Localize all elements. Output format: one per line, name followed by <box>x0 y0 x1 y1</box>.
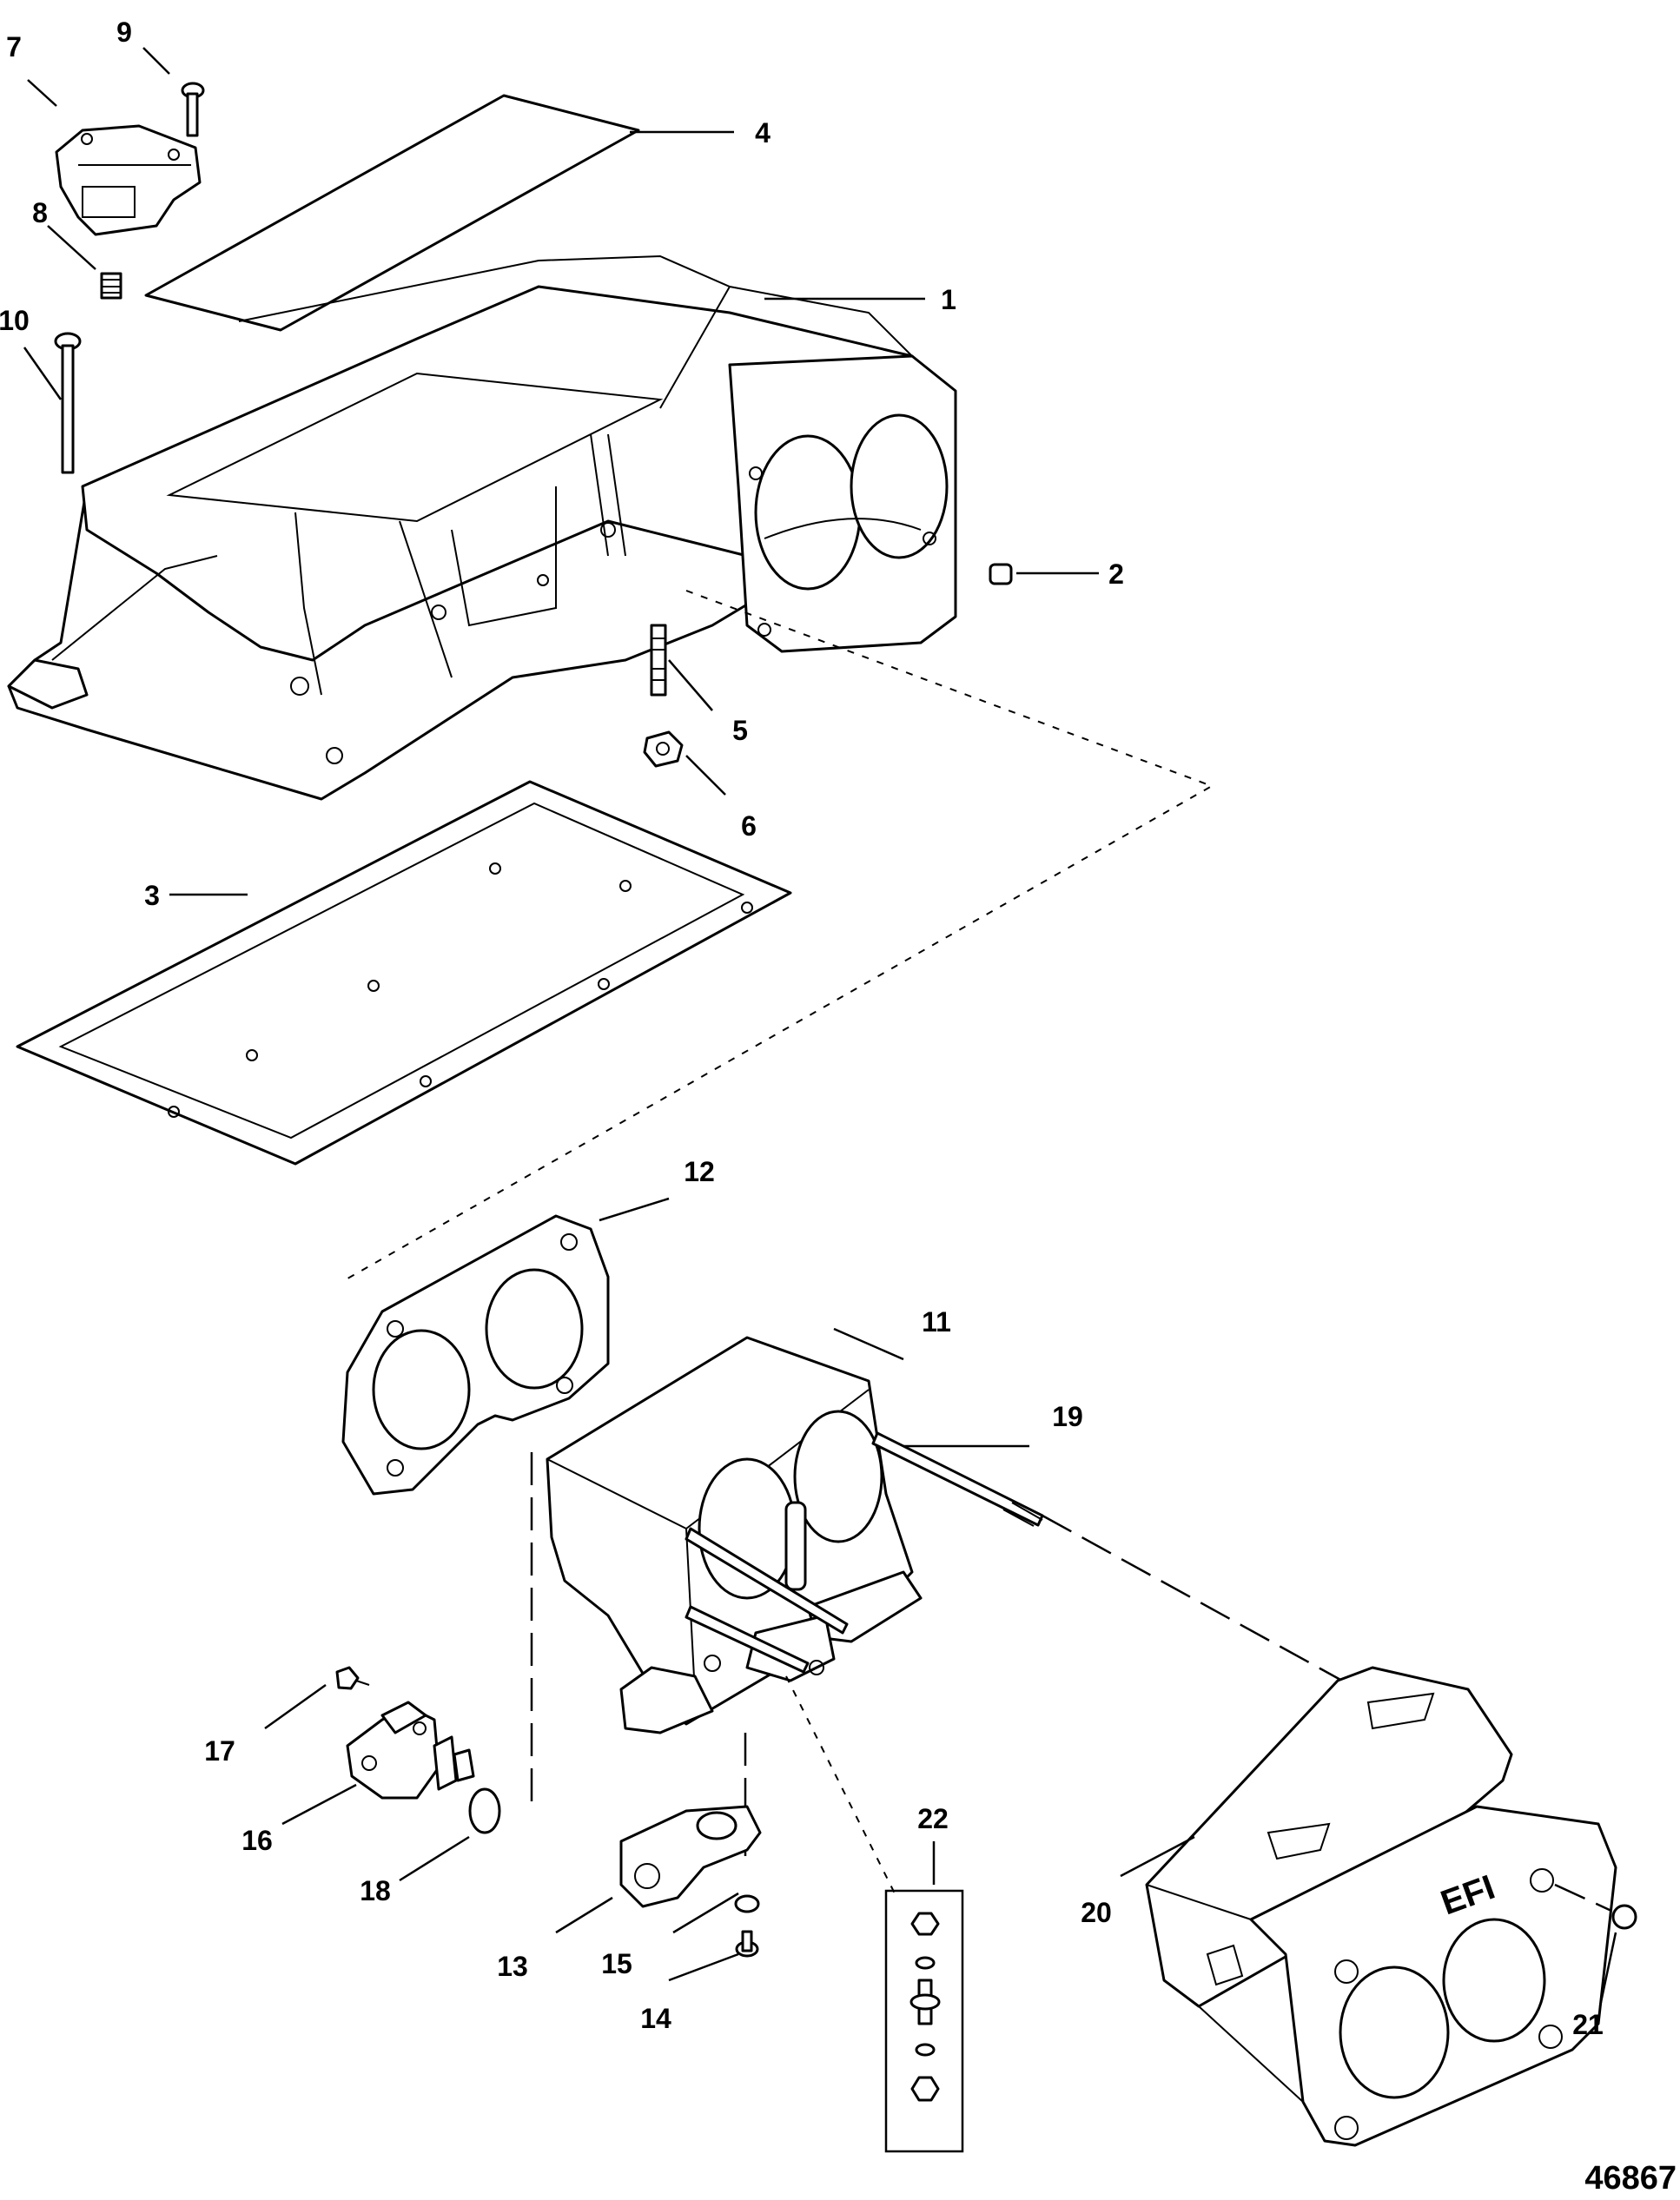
callout-20: 20 <box>1081 1897 1112 1928</box>
callout-14: 14 <box>640 2003 671 2034</box>
callout-10: 10 <box>0 305 30 336</box>
part-5-stud <box>650 624 667 697</box>
assembly-line-studs <box>1042 1514 1343 1682</box>
leader-lines <box>23 47 1617 2007</box>
part-20-flame-arrestor: EFI <box>1145 1666 1617 2147</box>
part-13-tps-sensor <box>619 1805 762 1908</box>
part-10-bolt <box>54 332 82 474</box>
callout-8: 8 <box>32 197 48 228</box>
part-8-spring <box>100 272 122 300</box>
callout-labels: 1 2 3 4 5 6 7 8 9 10 11 12 13 14 15 16 1… <box>0 17 1604 2040</box>
callout-13: 13 <box>497 1951 528 1982</box>
callout-7: 7 <box>6 31 22 63</box>
callout-22: 22 <box>917 1803 949 1834</box>
part-1-plenum-housing <box>7 254 957 801</box>
part-7-control-module <box>55 124 202 236</box>
part-12-throttle-gasket <box>341 1214 610 1496</box>
part-22-fastener-kit <box>884 1889 964 2153</box>
part-16-iac-valve <box>346 1701 475 1800</box>
part-14-screw <box>735 1930 759 1958</box>
figure-number: 46867 <box>1584 2160 1677 2197</box>
callout-11: 11 <box>922 1306 951 1338</box>
callout-9: 9 <box>116 17 132 48</box>
part-15-washer <box>734 1894 760 1913</box>
callout-2: 2 <box>1108 558 1124 590</box>
part-2-plug <box>989 563 1013 585</box>
callout-12: 12 <box>684 1156 715 1187</box>
callout-17: 17 <box>204 1735 235 1767</box>
part-21-plug <box>1611 1904 1637 1930</box>
callout-16: 16 <box>241 1825 273 1856</box>
callout-5: 5 <box>732 715 748 746</box>
part-6-nut <box>643 730 684 768</box>
callout-21: 21 <box>1572 2009 1604 2040</box>
part-18-o-ring <box>468 1787 501 1834</box>
part-19-studs <box>685 1431 1044 1674</box>
callout-18: 18 <box>360 1875 391 1906</box>
callout-3: 3 <box>144 880 160 911</box>
callout-19: 19 <box>1052 1401 1083 1432</box>
part-9-screw <box>181 82 205 137</box>
part-11-throttle-body <box>546 1336 923 1734</box>
callout-6: 6 <box>741 810 757 842</box>
part-4-cover-plate <box>144 94 640 332</box>
assembly-line-plug <box>1554 1883 1612 1913</box>
callout-4: 4 <box>755 117 771 149</box>
assembly-line-fasteners <box>785 1675 896 1894</box>
part-17-screw <box>335 1666 370 1690</box>
callout-1: 1 <box>941 284 956 315</box>
callout-15: 15 <box>601 1948 632 1979</box>
part-3-gasket <box>16 780 792 1166</box>
